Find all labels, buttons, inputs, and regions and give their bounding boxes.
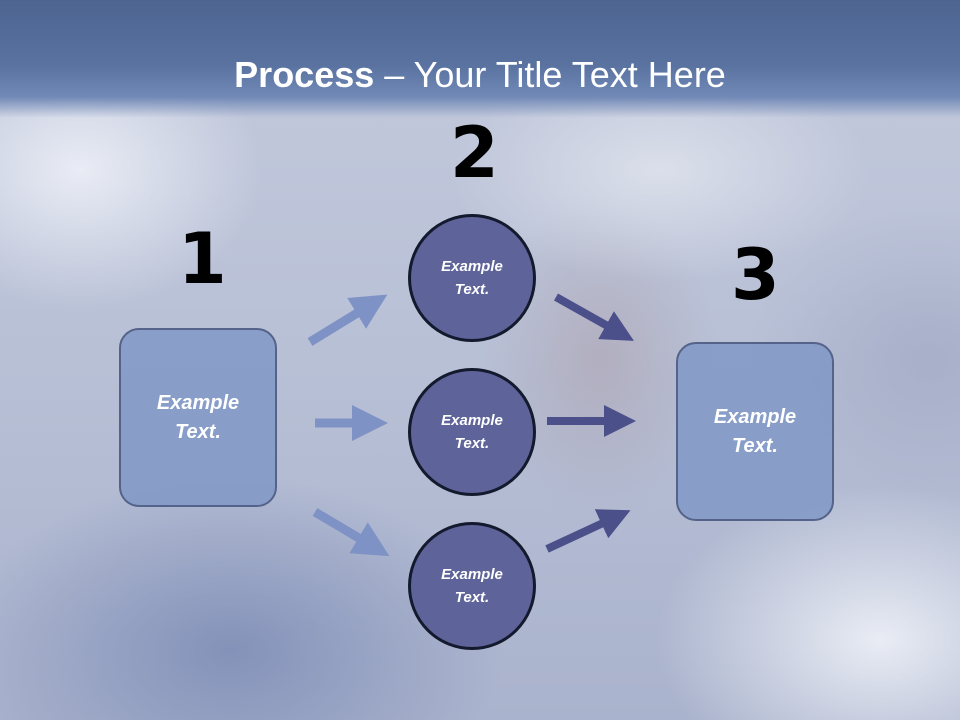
- title-rest: – Your Title Text Here: [374, 54, 726, 95]
- circle-top-label-line2: Text.: [454, 281, 490, 298]
- circle-top: Example Text.: [408, 214, 536, 342]
- step-1-label-line2: Text.: [175, 420, 221, 443]
- title-bar: [0, 0, 960, 118]
- title-bold: Process: [234, 54, 375, 95]
- arrow-to-circle-bottom: [312, 508, 390, 557]
- circle-middle-label-line2: Text.: [454, 435, 490, 452]
- step-number-2: 2: [450, 112, 499, 194]
- circle-top-label-line1: Example: [441, 258, 503, 275]
- step-1-box: Example Text.: [119, 328, 277, 507]
- circle-bottom: Example Text.: [408, 522, 536, 650]
- circle-bottom-label-line2: Text.: [454, 589, 490, 606]
- arrow-from-circle-bottom: [545, 509, 631, 553]
- step-3-box: Example Text.: [676, 342, 834, 521]
- circle-middle: Example Text.: [408, 368, 536, 496]
- step-3-label-line2: Text.: [732, 434, 778, 457]
- circle-bottom-label-line1: Example: [441, 566, 503, 583]
- step-number-3: 3: [731, 234, 780, 316]
- arrow-to-circle-top: [307, 294, 388, 346]
- step-1-label-line1: Example: [156, 391, 240, 414]
- step-number-1: 1: [178, 218, 227, 300]
- slide-title: Process – Your Title Text Here: [0, 54, 960, 96]
- circle-middle-label-line1: Example: [441, 412, 503, 429]
- step-3-label-line1: Example: [713, 405, 797, 428]
- arrow-from-circle-top: [554, 293, 634, 341]
